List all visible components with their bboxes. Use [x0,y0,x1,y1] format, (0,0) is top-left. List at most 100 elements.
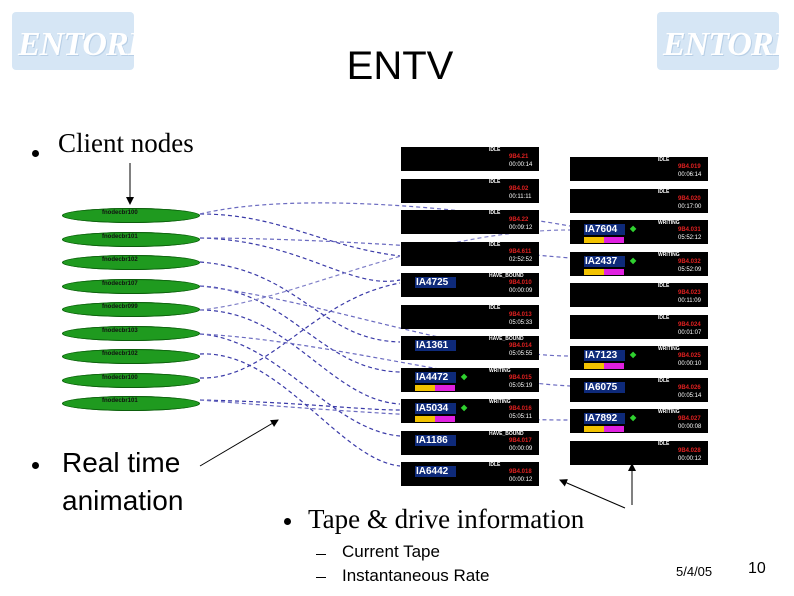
client-node-label: fnodecbr101 [102,398,138,404]
drive-code: 9B4.010 [509,280,532,286]
drive-code: 9B4.018 [509,469,532,475]
tape-drive-label: Tape & drive information [308,504,585,534]
drive-code: 9B4.026 [678,384,701,391]
drive-code: 9B4.014 [509,343,532,349]
client-node[interactable]: fnodecbr107 [62,278,200,294]
tape-label: IA5034 [415,403,457,414]
client-nodes-label: Client nodes [58,128,194,158]
drive-time: 05:05:11 [509,414,532,420]
drive-code: 9B4.02 [509,185,529,192]
drive-time: 00:06:14 [678,172,702,178]
tape-label: IA7604 [584,224,626,235]
link-line [199,237,401,282]
drive-code: 9B4.020 [678,195,701,202]
client-node[interactable]: fnodecbr099 [62,302,200,317]
client-node[interactable]: fnodecbr101 [62,231,200,247]
drive-panel[interactable]: WRITING IA5034 ◆ 9B4.016 05:05:11 [401,399,539,423]
link-line [199,353,401,467]
drive-status: IDLE [489,241,501,248]
drive-activity-icon: ◆ [461,371,468,381]
dash [316,577,326,578]
drive-time: 00:05:14 [678,392,702,399]
tape-label: IA6442 [415,466,457,477]
drive-status: WRITING [658,220,680,226]
rate-bar [435,384,455,391]
drive-activity-icon: ◆ [630,224,637,233]
drive-time: 05:05:55 [509,351,533,357]
drive-time: 00:00:09 [509,445,533,452]
client-node[interactable]: fnodecbr103 [62,325,200,341]
drive-status: IDLE [489,178,501,185]
rate-bar [584,426,604,432]
arrow-tape-info-2 [559,479,626,509]
link-line [199,333,571,387]
client-node[interactable]: fnodecbr102 [62,349,200,364]
client-node[interactable]: fnodecbr100 [62,208,200,223]
client-node-label: fnodecbr101 [102,233,138,240]
drive-status: IDLE [658,440,670,447]
drive-time: 00:00:10 [678,361,702,367]
sub-instantaneous-rate: Instantaneous Rate [342,566,490,585]
client-node-label: fnodecbr100 [102,374,138,381]
drive-status: WRITING [489,399,511,405]
client-node-label: fnodecbr102 [102,351,138,357]
drive-status: IDLE [658,314,670,321]
drive-code: 9B4.027 [678,416,701,422]
rate-bar [604,363,624,369]
drive-code: 9B4.016 [509,406,532,412]
tape-label: IA6075 [584,381,626,393]
drive-time: 00:00:12 [678,455,702,462]
drive-status: IDLE [489,210,501,216]
arrow-animation [199,419,279,467]
drive-code: 9B4.025 [678,353,701,359]
drive-time: 00:00:08 [678,424,702,430]
drive-code: 9B4.028 [678,447,701,454]
client-node[interactable]: fnodecbr102 [62,255,200,270]
tape-label: IA4725 [415,277,457,288]
drive-time: 00:00:14 [509,162,533,168]
drive-time: 05:52:09 [678,266,702,273]
real-time-line2: animation [62,485,184,516]
drive-status: IDLE [658,157,670,163]
drive-status: HAVE_BOUND [489,336,524,342]
client-node-label: fnodecbr100 [102,210,138,216]
drive-status: IDLE [658,377,670,384]
slide-title: ENTV [346,44,454,88]
drive-code: 9B4.013 [509,311,532,318]
rate-bar [435,416,455,422]
client-node-label: fnodecbr107 [102,280,138,287]
rate-bar [415,416,435,422]
client-node[interactable]: fnodecbr100 [62,372,200,388]
real-time-animation-label: Real time animation [62,444,183,520]
sub-current-tape: Current Tape [342,542,440,561]
drive-code: 9B4.024 [678,321,701,328]
client-node[interactable]: fnodecbr101 [62,396,200,411]
drive-status: WRITING [658,409,680,415]
drive-status: WRITING [489,367,511,374]
drive-time: 00:09:12 [509,225,533,231]
drive-activity-icon: ◆ [461,403,468,412]
